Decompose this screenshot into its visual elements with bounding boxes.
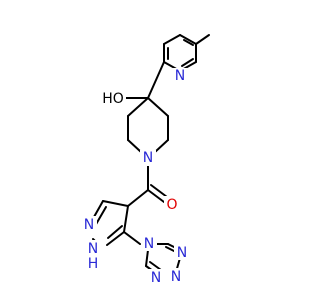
label-bg: [172, 68, 188, 84]
tetrazole-n1-label: N: [144, 236, 154, 252]
pyrazole-bond: [106, 231, 125, 246]
label-bg: [140, 150, 156, 166]
atom-labels: HO N O N N N H N N N N: [81, 68, 190, 286]
tetrazole-double-bond: [149, 261, 162, 271]
tetrazole-n2-label: N: [177, 245, 187, 261]
carbonyl-link-bond: [127, 189, 149, 207]
piperidine-bond: [154, 139, 169, 153]
pyridine-bond: [179, 34, 197, 45]
pyrazole-bond: [123, 205, 129, 233]
pyridine-link-bond: [147, 61, 165, 99]
label-bg: [81, 216, 97, 232]
carbonyl-o-label: O: [166, 197, 177, 213]
pyridine-ring: [147, 34, 210, 99]
tetrazole-n4-label: N: [151, 270, 161, 286]
piperidine-bond: [147, 97, 169, 117]
piperidine-n-label: N: [143, 150, 153, 166]
carbonyl-double-bond: [147, 189, 165, 203]
piperidine-bond: [127, 139, 142, 153]
tetrazole-bond: [145, 249, 149, 267]
label-bg: [164, 196, 180, 212]
piperidine-ring: [123, 97, 169, 191]
tetrazole-n3-label: N: [171, 269, 181, 285]
methyl-bond: [195, 34, 210, 45]
tetrazole-link-bond: [123, 231, 141, 245]
pyrazole-ring: [89, 200, 141, 247]
label-bg: [85, 240, 101, 256]
pyrazole-double-bond: [107, 225, 123, 239]
pyrazole-h-label: H: [88, 256, 99, 272]
pyrazole-bond: [102, 200, 129, 207]
pyrazole-nh-label: N: [88, 241, 98, 257]
pyridine-bond: [163, 34, 181, 45]
label-bg: [141, 235, 157, 251]
molecule-canvas: HO N O N N N H N N N N: [81, 34, 210, 286]
label-bg: [85, 255, 101, 271]
structure-diagram: HO N O N N N H N N N N: [81, 34, 210, 286]
pyridine-double-bond: [183, 39, 194, 46]
label-bg: [102, 89, 126, 107]
carbonyl-double-bond: [150, 184, 168, 198]
piperidine-bond: [127, 97, 149, 117]
pyridine-double-bond: [181, 58, 194, 67]
pyridine-n-label: N: [175, 68, 185, 84]
carbonyl-group: [127, 184, 168, 207]
label-bg: [174, 244, 190, 260]
label-bg: [148, 269, 164, 285]
pyrazole-n-label: N: [84, 217, 94, 233]
label-bg: [168, 268, 184, 284]
hydroxyl-label: HO: [102, 91, 124, 107]
